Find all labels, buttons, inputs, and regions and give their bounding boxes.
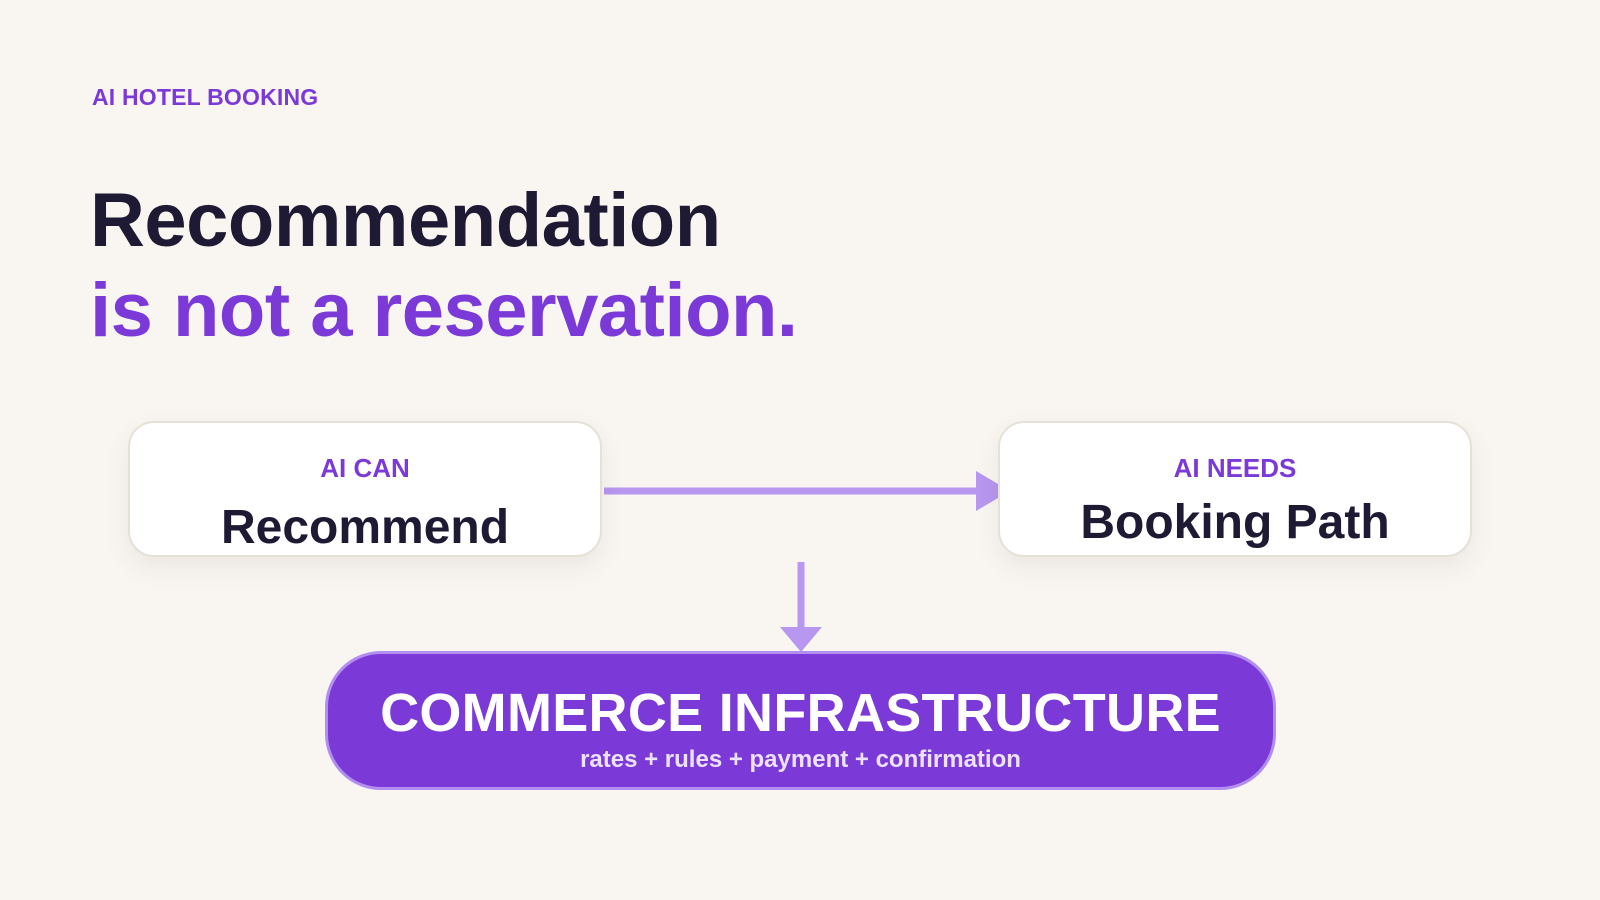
infrastructure-title: COMMERCE INFRASTRUCTURE	[380, 683, 1221, 743]
down-arrowhead-icon	[780, 627, 822, 652]
ai-can-label: AI CAN	[320, 453, 410, 483]
headline-line-1: Recommendation	[90, 178, 721, 263]
eyebrow-label: AI HOTEL BOOKING	[92, 84, 319, 110]
headline-line-2: is not a reservation.	[90, 268, 798, 353]
infrastructure-subtitle: rates + rules + payment + confirmation	[580, 746, 1021, 773]
ai-needs-card: AI NEEDS Booking Path	[998, 421, 1472, 557]
ai-can-value: Recommend	[220, 501, 510, 554]
headline: Recommendation is not a reservation.	[90, 176, 798, 356]
ai-needs-value: Booking Path	[1080, 496, 1390, 549]
ai-can-card: AI CAN Recommend	[128, 421, 602, 557]
ai-needs-label: AI NEEDS	[1173, 453, 1297, 483]
commerce-infrastructure-banner: COMMERCE INFRASTRUCTURE rates + rules + …	[325, 651, 1276, 790]
